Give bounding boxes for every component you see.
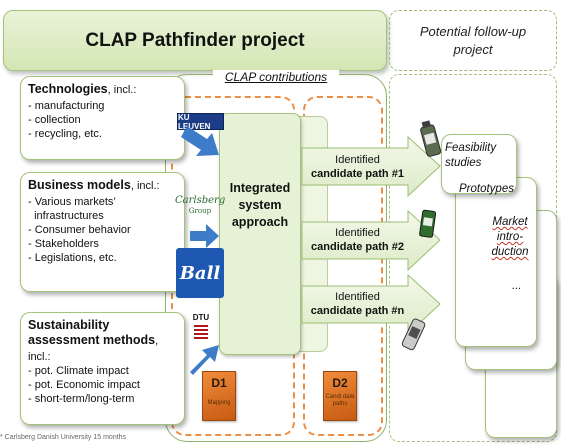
sustainability-item: - short-term/long-term: [28, 393, 135, 405]
stage-card-2: [455, 177, 537, 347]
stage-card-1: [441, 134, 517, 194]
business-models-item: - Legislations, etc.: [28, 252, 117, 264]
stage-market-label: Market intro-duction: [491, 216, 529, 258]
sustainability-box: Sustainability assessment methods, incl.…: [20, 312, 185, 425]
followup-header-text: Potential follow-up project: [419, 23, 527, 57]
sustainability-title-line: Sustainability assessment methods,: [28, 318, 178, 348]
carlsberg-logo-text: Carlsberg: [175, 195, 226, 206]
carlsberg-group-text: Group: [188, 207, 212, 215]
dtu-logo: DTU: [186, 313, 216, 346]
business-models-item: - Consumer behavior: [28, 224, 131, 236]
technologies-item: - collection: [28, 114, 81, 126]
can-icon: [419, 209, 437, 238]
business-models-item: - Stakeholders: [28, 238, 99, 250]
technologies-suffix: , incl.:: [107, 84, 137, 96]
input-arrow-icon: [190, 224, 219, 248]
carlsberg-logo: Carlsberg Group: [175, 196, 225, 224]
technologies-box: Technologies, incl.: - manufacturing - c…: [20, 76, 185, 160]
ku-leuven-logo: KU LEUVEN: [177, 113, 224, 131]
deliverable-d2-sub: Candi date paths: [325, 394, 355, 407]
dtu-logo-mark: [194, 325, 208, 341]
dtu-logo-text: DTU: [192, 313, 210, 322]
path-n-line1: Identified: [335, 291, 380, 303]
path-1-line2: candidate path #1: [311, 168, 404, 180]
deliverable-d2: D2 Candi date paths: [323, 371, 357, 421]
ball-logo: Ball: [176, 248, 224, 298]
stage-prototypes-label: Prototypes: [459, 183, 514, 195]
deliverable-d1-sub: Mapping: [207, 400, 231, 406]
deliverable-d1-id: D1: [211, 376, 227, 390]
business-models-box: Business models, incl.: - Various market…: [20, 172, 185, 292]
path-2-line1: Identified: [335, 227, 380, 239]
technologies-item: - manufacturing: [28, 100, 105, 112]
deliverable-d1: D1 Mapping: [202, 371, 236, 421]
sustainability-item: incl.:: [28, 351, 51, 363]
path-2-line2: candidate path #2: [311, 241, 404, 253]
path-arrow-1-icon: [301, 135, 441, 198]
path-1-label: Identified candidate path #1: [305, 153, 410, 181]
path-arrow-n-icon: [301, 273, 441, 336]
sustainability-title: Sustainability assessment methods: [28, 318, 156, 347]
input-arrow-icon: [181, 126, 219, 156]
contributions-label: CLAP contributions: [213, 70, 339, 86]
bottle-icon: [401, 318, 426, 351]
sustainability-suffix: ,: [155, 335, 159, 347]
sustainability-item: - pot. Climate impact: [28, 365, 129, 377]
integrated-system-label: Integrated system approach: [219, 180, 301, 231]
path-n-label: Identified candidate path #n: [305, 290, 410, 318]
input-arrow-icon: [190, 345, 219, 375]
path-n-line2: candidate path #n: [310, 305, 405, 317]
path-1-line1: Identified: [335, 154, 380, 166]
business-models-suffix: , incl.:: [130, 180, 160, 192]
footnote: * Carlsberg Danish University 15 months: [0, 434, 127, 441]
followup-header: Potential follow-up project: [389, 10, 557, 71]
project-title: CLAP Pathfinder project: [3, 10, 387, 71]
integrated-system-box: [219, 113, 301, 355]
deliverable-d2-id: D2: [332, 376, 348, 390]
integrated-system-text: Integrated system approach: [229, 181, 291, 229]
path-arrow-2-icon: [301, 209, 441, 272]
business-models-item: infrastructures: [28, 210, 104, 222]
business-models-item: - Various markets’: [28, 196, 116, 208]
path-2-label: Identified candidate path #2: [305, 226, 410, 254]
sustainability-item: - pot. Economic impact: [28, 379, 140, 391]
technologies-item: - recycling, etc.: [28, 128, 102, 140]
stage-more-label: ...: [512, 280, 522, 292]
business-models-title-line: Business models, incl.:: [28, 178, 177, 193]
bottle-icon: [420, 120, 442, 157]
business-models-title: Business models: [28, 178, 131, 192]
technologies-title: Technologies: [28, 82, 108, 96]
technologies-title-line: Technologies, incl.:: [28, 82, 177, 97]
stage-feasibility-label: Feasibility studies: [445, 142, 497, 169]
